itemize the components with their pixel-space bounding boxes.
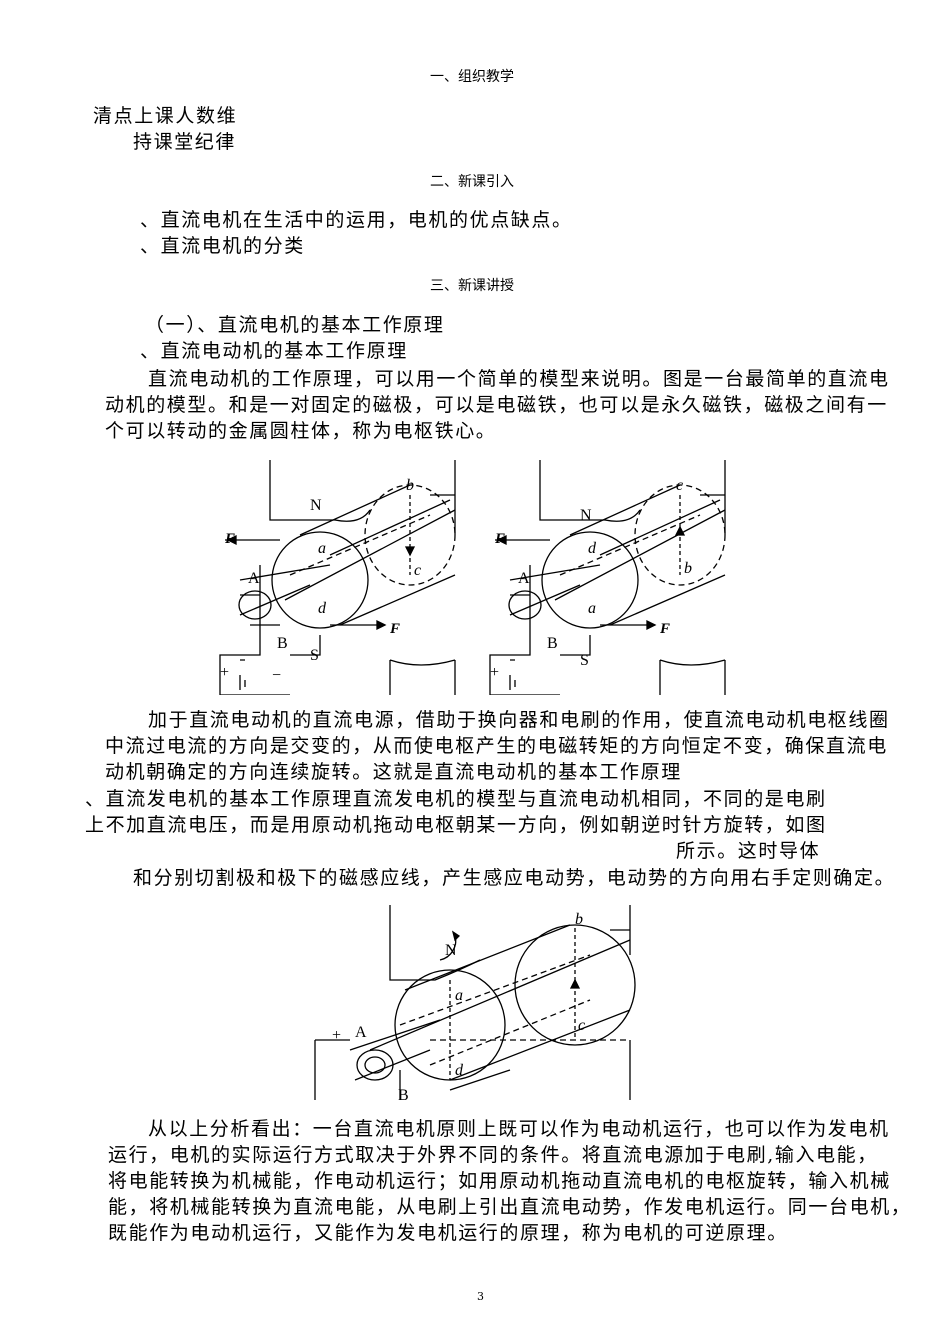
text-line: 持课堂纪律 bbox=[133, 131, 237, 153]
label-b: b bbox=[684, 560, 692, 577]
text-line: 个可以转动的金属圆柱体，称为电枢铁心。 bbox=[105, 420, 497, 442]
text-line: 直流电动机的工作原理，可以用一个简单的模型来说明。图是一台最简单的直流电 bbox=[148, 368, 890, 390]
text-line: 加于直流电动机的直流电源，借助于换向器和电刷的作用，使直流电动机电枢线圈 bbox=[148, 709, 890, 731]
label-F: F bbox=[389, 621, 400, 637]
label-minus: − bbox=[272, 667, 281, 684]
label-B: B bbox=[547, 635, 558, 652]
section-heading-2: 二、新课引入 bbox=[430, 174, 514, 190]
motor-diagram-left: N S A B a b c d F F + − bbox=[219, 460, 456, 695]
text-line: 上不加直流电压，而是用原动机拖动电枢朝某一方向，例如朝逆时针方旋转，如图 bbox=[85, 814, 827, 836]
label-A: A bbox=[518, 570, 530, 587]
text-line: 从以上分析看出：一台直流电机原则上既可以作为电动机运行，也可以作为发电机 bbox=[148, 1118, 890, 1140]
label-b: b bbox=[575, 911, 583, 928]
text-line: 动机的模型。和是一对固定的磁极，可以是电磁铁，也可以是永久磁铁，磁极之间有一 bbox=[105, 394, 888, 416]
subheading: （一）、直流电机的基本工作原理 bbox=[145, 314, 445, 336]
label-B: B bbox=[398, 1087, 409, 1100]
label-b: b bbox=[406, 477, 414, 494]
label-a: a bbox=[455, 987, 463, 1004]
text-line: 和分别切割极和极下的磁感应线，产生感应电动势，电动势的方向用右手定则确定。 bbox=[133, 867, 896, 889]
text-line: 、直流发电机的基本工作原理直流发电机的模型与直流电动机相同，不同的是电刷 bbox=[85, 788, 827, 810]
label-A: A bbox=[248, 570, 260, 587]
text-line: 能，将机械能转换为直流电能，从电刷上引出直流电动势，作发电机运行。同一台电机， bbox=[108, 1196, 912, 1218]
label-F: F bbox=[494, 531, 505, 547]
text-line: 所示。这时导体 bbox=[676, 840, 821, 862]
label-c: c bbox=[676, 477, 683, 494]
page-number: 3 bbox=[477, 1290, 484, 1303]
text-line: 将电能转换为机械能，作电动机运行；如用原动机拖动直流电机的电枢旋转，输入机械 bbox=[108, 1170, 891, 1192]
text-line: 、直流电机在生活中的运用，电机的优点缺点。 bbox=[140, 209, 573, 231]
text-line: 清点上课人数维 bbox=[93, 105, 238, 127]
label-a: a bbox=[318, 540, 326, 557]
label-A: A bbox=[355, 1024, 367, 1041]
label-S: S bbox=[310, 647, 319, 664]
motor-diagram: N S A B a b c d F F + − N bbox=[219, 460, 726, 695]
section-heading-3: 三、新课讲授 bbox=[430, 278, 514, 294]
text-line: 既能作为电动机运行，又能作为发电机运行的原理，称为电机的可逆原理。 bbox=[108, 1222, 788, 1244]
label-a: a bbox=[588, 600, 596, 617]
section-heading-1: 一、组织教学 bbox=[430, 69, 514, 85]
label-d: d bbox=[318, 600, 327, 617]
label-B: B bbox=[277, 635, 288, 652]
text-line: 运行，电机的实际运行方式取决于外界不同的条件。将直流电源加于电刷,输入电能， bbox=[108, 1144, 878, 1166]
label-d: d bbox=[455, 1062, 464, 1079]
text-line: 动机朝确定的方向连续旋转。这就是直流电动机的基本工作原理 bbox=[105, 761, 682, 783]
text-line: 、直流电机的分类 bbox=[140, 235, 305, 257]
label-plus: + bbox=[220, 664, 229, 681]
label-N: N bbox=[445, 942, 457, 959]
subheading: 、直流电动机的基本工作原理 bbox=[140, 340, 408, 362]
label-plus: + bbox=[490, 664, 499, 681]
label-c: c bbox=[414, 562, 421, 579]
label-N: N bbox=[580, 507, 592, 524]
label-F: F bbox=[659, 621, 670, 637]
generator-diagram: N A B a b c d + bbox=[314, 905, 636, 1100]
label-d: d bbox=[588, 540, 597, 557]
label-N: N bbox=[310, 497, 322, 514]
label-S: S bbox=[580, 652, 589, 669]
label-c: c bbox=[578, 1017, 585, 1034]
label-plus: + bbox=[332, 1027, 341, 1044]
text-line: 中流过电流的方向是交变的，从而使电枢产生的电磁转矩的方向恒定不变，确保直流电 bbox=[105, 735, 888, 757]
motor-diagram-right: N S A B a b c d F F + bbox=[489, 460, 726, 695]
label-F: F bbox=[224, 531, 235, 547]
